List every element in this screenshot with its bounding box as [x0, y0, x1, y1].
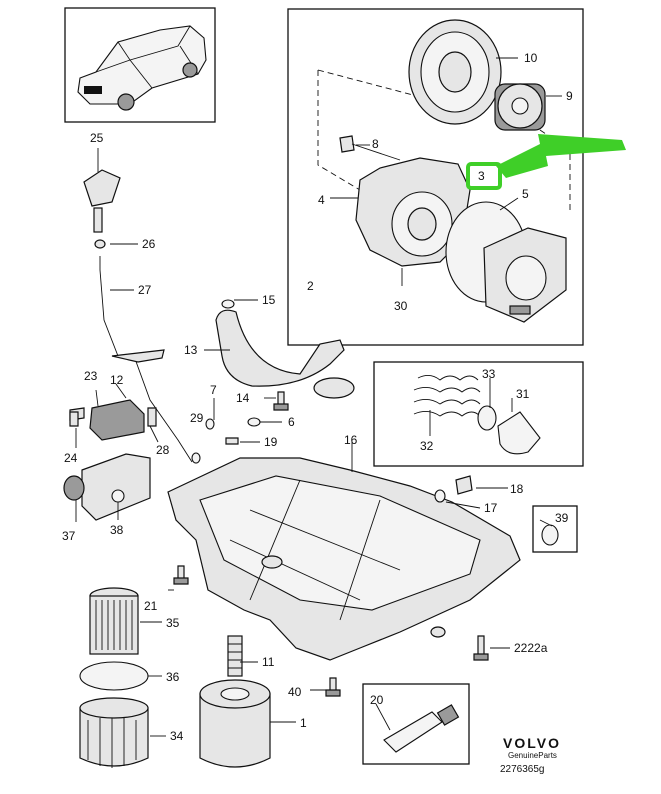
oil-pan — [167, 457, 521, 661]
car-thumbnail — [64, 7, 216, 123]
label-18: 18 — [510, 482, 524, 496]
volvo-logo: VOLVO GenuineParts 2276365g — [500, 735, 561, 775]
label-6: 6 — [288, 415, 295, 429]
label-29: 29 — [190, 411, 204, 425]
oil-pump-box — [287, 8, 626, 346]
label-11: 11 — [262, 655, 275, 669]
label-14: 14 — [236, 391, 250, 405]
label-9: 9 — [566, 89, 573, 103]
filter-cartridge — [79, 587, 149, 768]
label-16: 16 — [344, 433, 358, 447]
pickup-pipe — [215, 299, 355, 399]
label-26: 26 — [142, 237, 156, 251]
diagram-ref: 2276365g — [500, 764, 545, 775]
label-3: 3 — [478, 169, 485, 183]
label-36: 36 — [166, 670, 180, 684]
leader-lines — [75, 57, 562, 737]
label-2222a: 2222a — [514, 641, 548, 655]
bracket — [69, 399, 157, 441]
label-37: 37 — [62, 529, 76, 543]
label-21: 21 — [144, 599, 158, 613]
label-10: 10 — [524, 51, 538, 65]
label-28: 28 — [156, 443, 170, 457]
label-19: 19 — [264, 435, 278, 449]
label-30: 30 — [394, 299, 408, 313]
label-5: 5 — [522, 187, 529, 201]
bolts — [69, 391, 489, 697]
label-34: 34 — [170, 729, 184, 743]
label-8: 8 — [372, 137, 379, 151]
engine-mount — [63, 453, 151, 521]
brand-subtitle: GenuineParts — [508, 751, 557, 760]
label-23: 23 — [84, 369, 98, 383]
sealant-box — [362, 683, 470, 765]
label-2: 2 — [307, 279, 314, 293]
label-39: 39 — [555, 511, 569, 525]
label-27: 27 — [138, 283, 152, 297]
label-24: 24 — [64, 451, 78, 465]
highlight-arrow-icon — [466, 134, 626, 190]
label-32: 32 — [420, 439, 434, 453]
label-38: 38 — [110, 523, 124, 537]
relief-valve-box — [373, 361, 584, 467]
label-13: 13 — [184, 343, 198, 357]
label-1: 1 — [300, 716, 307, 730]
label-15: 15 — [262, 293, 276, 307]
callout-labels: 1 2 3 4 5 6 7 8 9 10 11 12 13 14 15 16 1… — [62, 51, 573, 743]
label-40: 40 — [288, 685, 302, 699]
label-20: 20 — [370, 693, 384, 707]
label-4: 4 — [318, 193, 325, 207]
label-31: 31 — [516, 387, 530, 401]
oil-filter — [199, 679, 271, 768]
label-7: 7 — [210, 383, 217, 397]
label-17: 17 — [484, 501, 498, 515]
gear-9 — [494, 83, 546, 131]
label-25: 25 — [90, 131, 104, 145]
label-33: 33 — [482, 367, 496, 381]
label-35: 35 — [166, 616, 180, 630]
stud — [227, 635, 243, 677]
dipstick — [83, 169, 193, 463]
brand-name: VOLVO — [503, 735, 561, 751]
seal-box — [532, 505, 578, 553]
label-12: 12 — [110, 373, 124, 387]
spring-32 — [413, 375, 481, 417]
